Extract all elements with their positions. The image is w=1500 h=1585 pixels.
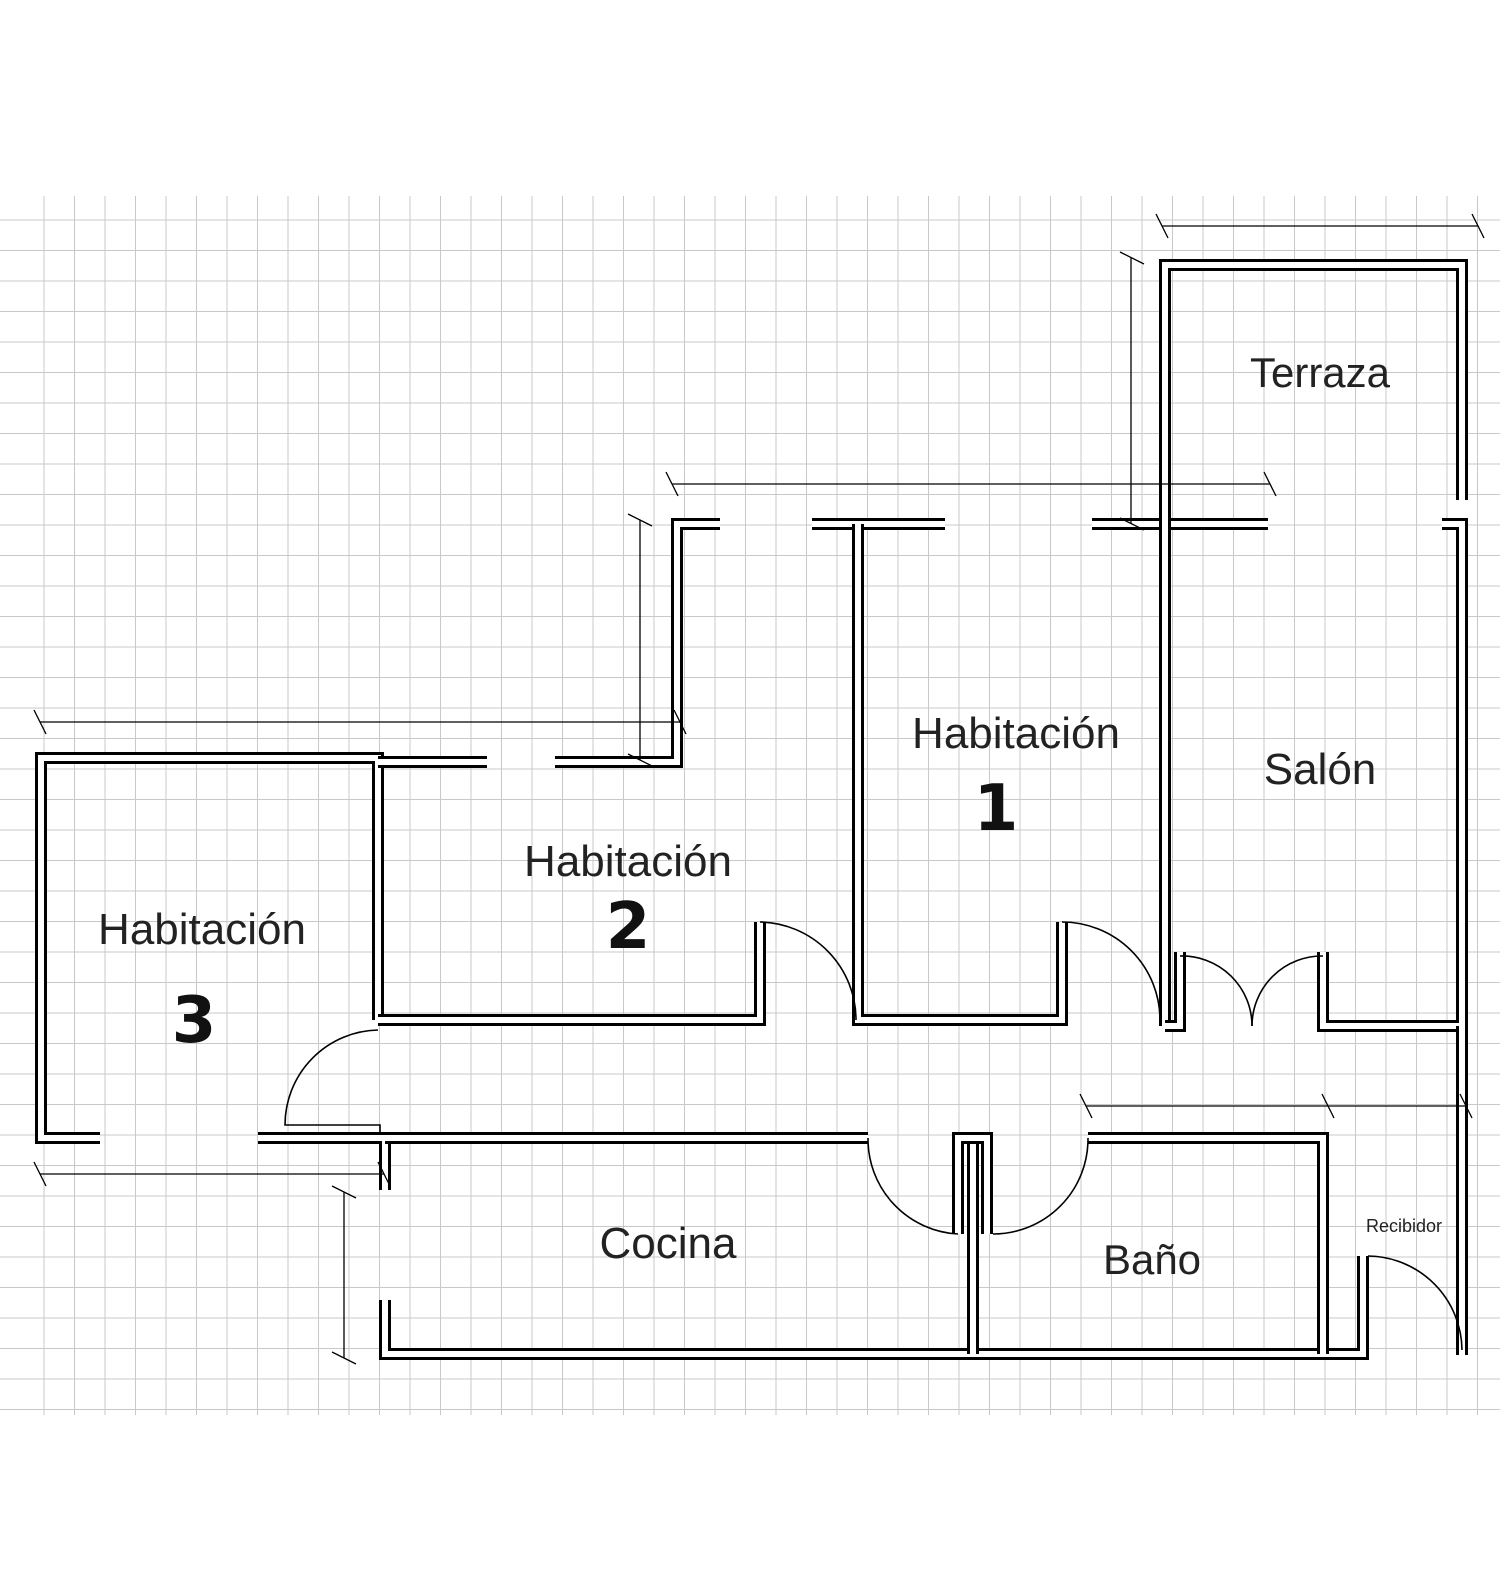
wall-habitacion2-bottom — [378, 922, 763, 1023]
wall-cocina-top — [258, 1132, 391, 1190]
door-habitacion1 — [1061, 921, 1161, 1021]
dim-tick — [1321, 1093, 1335, 1119]
door-bano — [992, 1137, 1089, 1235]
dim-tick — [1155, 213, 1169, 239]
room-label-habitacion1: Habitación — [912, 709, 1120, 758]
door-salon-left — [1179, 955, 1253, 1027]
room-label-cocina: Cocina — [600, 1219, 737, 1268]
door-recibidor — [1367, 1255, 1463, 1351]
wall-habitacion3 — [38, 755, 381, 1141]
room-label-recibidor: Recibidor — [1366, 1216, 1442, 1236]
dim-tick — [1471, 213, 1485, 239]
dim-tick — [33, 709, 47, 735]
room-label-habitacion3: Habitación — [98, 905, 306, 954]
wall-cocina-bottom — [382, 1256, 1366, 1357]
dim-tick — [1459, 1093, 1473, 1119]
wall-cocina-right-stub — [955, 1135, 990, 1234]
door-cocina — [867, 1137, 959, 1235]
wall-bano — [1088, 1135, 1326, 1354]
room-label-terraza: Terraza — [1250, 349, 1391, 396]
dim-tick — [1119, 251, 1145, 265]
dim-tick — [665, 471, 679, 497]
dim-tick — [331, 1185, 357, 1199]
dim-tick — [1119, 517, 1145, 531]
dim-tick — [1263, 471, 1277, 497]
room-labels: Terraza Salón Habitación 1 Habitación 2 … — [98, 349, 1442, 1283]
wall-habitacion2-notch — [555, 518, 720, 768]
dim-tick — [1079, 1093, 1093, 1119]
room-label-habitacion2: Habitación — [524, 837, 732, 886]
room-label-salon: Salón — [1264, 745, 1377, 794]
dim-tick — [627, 753, 653, 767]
wall-habitacion1-left — [852, 524, 1068, 1026]
doors — [284, 921, 1463, 1351]
dimension-lines — [33, 213, 1485, 1365]
wall-terraza — [1162, 262, 1465, 1026]
room-label-bano: Baño — [1103, 1236, 1201, 1283]
wall-habitacion2-bottom — [378, 922, 766, 1026]
dim-tick — [377, 1161, 391, 1187]
door-habitacion2 — [759, 921, 857, 1021]
dim-tick — [627, 513, 653, 527]
wall-habitacion2-notch — [555, 521, 720, 765]
wall-habitacion1-left — [855, 524, 1065, 1023]
room-number-habitacion1: 1 — [974, 772, 1019, 846]
door-habitacion3 — [284, 1029, 381, 1133]
walls — [35, 259, 1468, 1360]
room-number-habitacion3: 3 — [172, 984, 217, 1058]
dim-tick — [673, 709, 687, 735]
grid-background — [0, 196, 1500, 1415]
door-salon-right — [1251, 955, 1324, 1027]
dim-tick — [331, 1351, 357, 1365]
dim-tick — [33, 1161, 47, 1187]
wall-cocina-top — [258, 1135, 388, 1190]
room-number-habitacion2: 2 — [606, 890, 651, 964]
wall-salon-stub — [1165, 952, 1183, 1029]
